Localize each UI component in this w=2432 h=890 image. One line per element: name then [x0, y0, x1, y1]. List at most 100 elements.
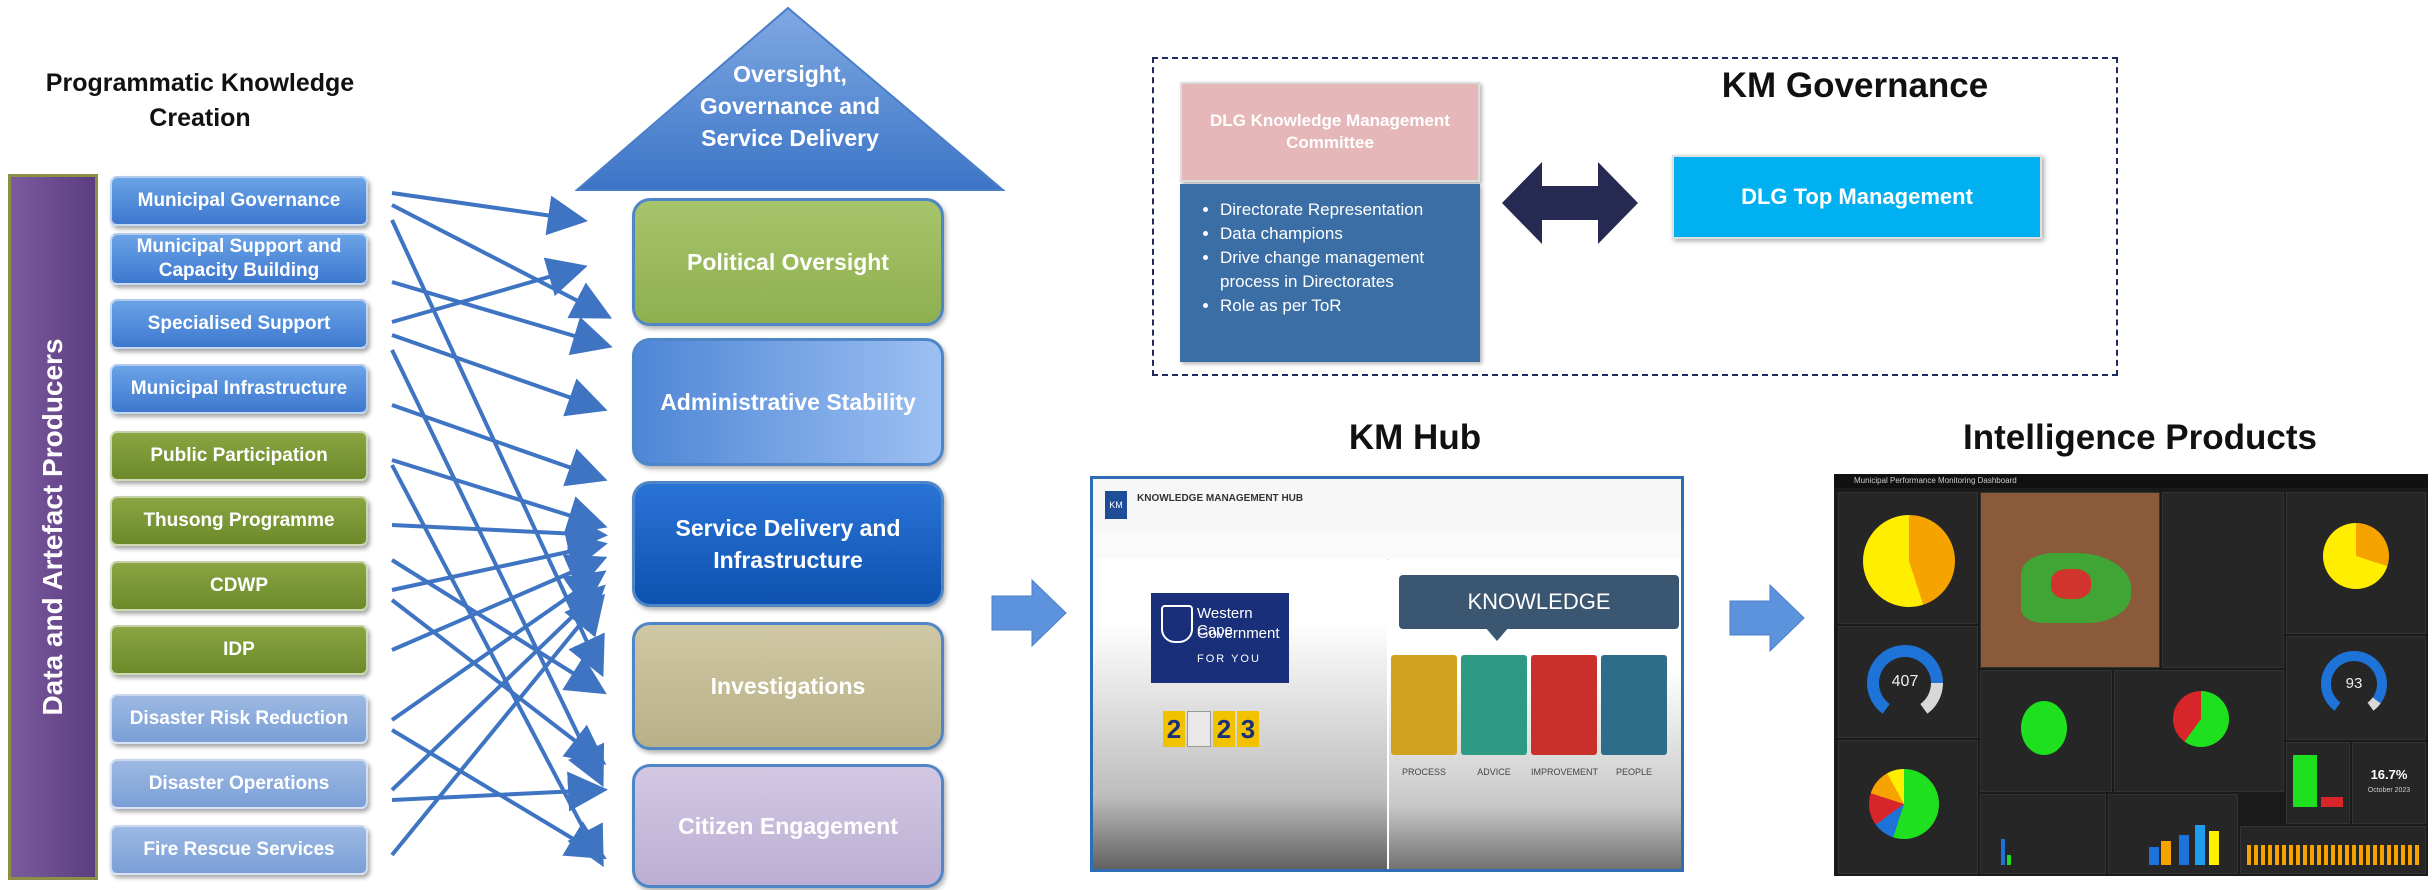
logo-line-1: Western Cape [1197, 605, 1253, 639]
top-management-box: DLG Top Management [1672, 155, 2042, 239]
map-legend-panel [2162, 492, 2284, 668]
dashboard-screenshot: Municipal Performance Monitoring Dashboa… [1834, 474, 2428, 876]
flow-arrow-1 [991, 578, 1067, 648]
bar [2001, 839, 2005, 865]
bar [2195, 825, 2205, 865]
kpi-percent: 16.7% [2370, 767, 2408, 782]
vertical-label-bar: Data and Artefact Producers [8, 174, 98, 880]
bar-series [2247, 845, 2419, 865]
kpi-bar [2293, 755, 2317, 807]
pie-panel-4 [2114, 670, 2284, 792]
year-digit: 2 [1213, 711, 1235, 747]
source-idp: IDP [110, 625, 368, 675]
bar [2007, 855, 2011, 865]
logo-line-2: Government [1197, 625, 1280, 642]
km-hub-screenshot: KM KNOWLEDGE MANAGEMENT HUB Western Cape… [1090, 476, 1684, 872]
gauge-hole [2331, 661, 2377, 707]
source-cdwp: CDWP [110, 561, 368, 611]
oversight-triangle [575, 6, 1006, 191]
source-municipal-infrastructure: Municipal Infrastructure [110, 364, 368, 414]
process-tile[interactable] [1391, 655, 1457, 755]
governance-title: KM Governance [1721, 66, 1989, 105]
source-disaster-risk-reduction: Disaster Risk Reduction [110, 694, 368, 744]
bar [2179, 835, 2189, 865]
bar [2161, 841, 2171, 865]
process-label: PROCESS [1401, 767, 1446, 777]
kpi-panel: 16.7% October 2023 [2352, 742, 2426, 824]
double-arrow-icon [1502, 162, 1638, 244]
km-banner: KNOWLEDGE MANAGEMENT [1399, 575, 1679, 668]
source-disaster-operations: Disaster Operations [110, 759, 368, 809]
hub-title: KM Hub [1348, 418, 1482, 457]
gauge-panel-1: 407 [1838, 626, 1978, 738]
gauge-value: 93 [2345, 675, 2363, 692]
pie-chart [1869, 769, 1939, 839]
logo-line-3: FOR YOU [1197, 653, 1261, 665]
dashboard-header: Municipal Performance Monitoring Dashboa… [1834, 474, 2428, 488]
left-title: Programmatic Knowledge Creation [45, 69, 355, 132]
coat-of-arms-icon [1161, 605, 1193, 643]
bullet-item: Drive change management process in Direc… [1220, 246, 1470, 294]
gauge-hole [1879, 657, 1931, 709]
intelligence-title: Intelligence Products [1963, 418, 2317, 457]
banner-pointer [1485, 627, 1509, 641]
dashboard-title: Municipal Performance Monitoring Dashboa… [1854, 476, 2017, 485]
gauge-panel-2: 93 [2286, 636, 2426, 740]
source-municipal-governance: Municipal Governance [110, 176, 368, 226]
pie-chart [1863, 515, 1955, 607]
hub-header-title: KNOWLEDGE MANAGEMENT HUB [1137, 493, 1304, 504]
pie-chart [2173, 691, 2229, 747]
gauge-value: 407 [1891, 673, 1919, 690]
outcome-administrative-stability: Administrative Stability [632, 338, 944, 466]
bar [2209, 831, 2219, 865]
source-municipal-support: Municipal Support and Capacity Building [110, 233, 368, 285]
kpi-bar-panel [2286, 742, 2350, 824]
pie-panel-1 [1838, 492, 1978, 624]
hub-right-pane: KNOWLEDGE MANAGEMENT PROCESS ADVICE IMPR… [1389, 559, 1681, 869]
hub-toolbar [1093, 531, 1681, 560]
map-region [2051, 569, 2091, 599]
bar-chart-panel-3 [2240, 826, 2426, 874]
source-fire-rescue-services: Fire Rescue Services [110, 825, 368, 875]
flow-arrow-2 [1729, 583, 1805, 653]
people-tile[interactable] [1601, 655, 1667, 755]
bullet-item: Role as per ToR [1220, 294, 1470, 318]
year-crest-icon [1187, 711, 1211, 747]
people-label: PEOPLE [1615, 767, 1653, 777]
bar [2149, 847, 2159, 865]
committee-box: DLG Knowledge Management Committee [1180, 82, 1480, 182]
year-digit: 3 [1237, 711, 1259, 747]
outcome-service-delivery: Service Delivery and Infrastructure [632, 481, 944, 607]
bar-chart-panel-2 [2108, 794, 2238, 874]
outcome-political-oversight: Political Oversight [632, 198, 944, 326]
governance-frame [1152, 57, 2118, 376]
triangle-label: Oversight, Governance and Service Delive… [699, 61, 881, 151]
bullet-item: Directorate Representation [1220, 198, 1470, 222]
pie-chart [2021, 701, 2067, 755]
bar-chart-panel-1 [1980, 794, 2106, 874]
committee-bullets: Directorate Representation Data champion… [1180, 184, 1480, 362]
km-logo-icon: KM [1105, 491, 1127, 519]
hub-left-pane: Western Cape Government FOR YOU 2 2 3 [1093, 559, 1387, 869]
pie-panel-3 [1980, 670, 2112, 792]
outcome-investigations: Investigations [632, 622, 944, 750]
advice-tile[interactable] [1461, 655, 1527, 755]
kpi-bar [2321, 797, 2343, 807]
map-panel [1980, 492, 2160, 668]
outcome-citizen-engagement: Citizen Engagement [632, 764, 944, 888]
wcg-logo: Western Cape Government FOR YOU [1151, 593, 1289, 683]
bullet-item: Data champions [1220, 222, 1470, 246]
hub-header: KM KNOWLEDGE MANAGEMENT HUB [1093, 479, 1681, 532]
source-thusong-programme: Thusong Programme [110, 496, 368, 546]
kpi-date: October 2023 [2367, 787, 2411, 794]
year-digit: 2 [1163, 711, 1185, 747]
improvement-tile[interactable] [1531, 655, 1597, 755]
advice-label: ADVICE [1477, 767, 1511, 777]
source-specialised-support: Specialised Support [110, 299, 368, 349]
pie-panel-2 [2286, 492, 2426, 634]
pie-chart [2323, 523, 2389, 589]
source-public-participation: Public Participation [110, 431, 368, 481]
improvement-label: IMPROVEMENT [1531, 767, 1599, 777]
pie-panel-5 [1838, 740, 1978, 874]
